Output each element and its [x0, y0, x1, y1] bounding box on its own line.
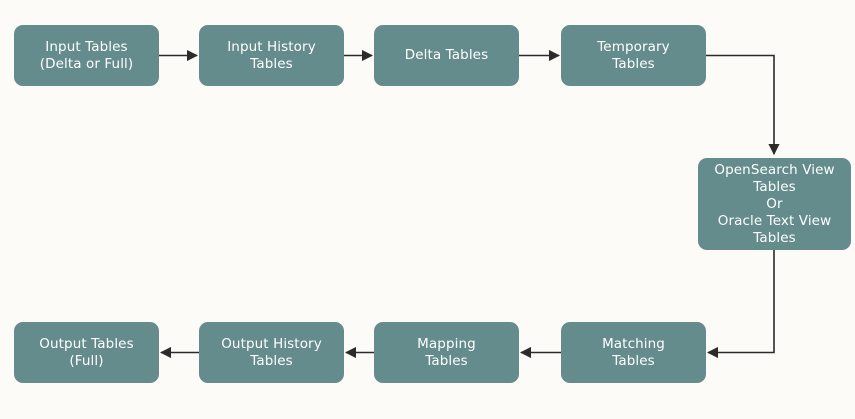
- node-opensearch-view-tables[interactable]: OpenSearch View Tables Or Oracle Text Vi…: [698, 158, 851, 250]
- node-delta-tables[interactable]: Delta Tables: [374, 25, 519, 86]
- node-output-tables[interactable]: Output Tables (Full): [14, 322, 159, 383]
- node-matching-tables[interactable]: Matching Tables: [561, 322, 706, 383]
- node-input-tables[interactable]: Input Tables (Delta or Full): [14, 25, 159, 86]
- node-mapping-tables[interactable]: Mapping Tables: [374, 322, 519, 383]
- edge-opensearch-to-matching: [706, 250, 775, 359]
- edge-temporary-to-opensearch: [706, 54, 780, 156]
- node-temporary-tables[interactable]: Temporary Tables: [561, 25, 706, 86]
- node-output-history-tables[interactable]: Output History Tables: [199, 322, 344, 383]
- node-input-history-tables[interactable]: Input History Tables: [199, 25, 344, 86]
